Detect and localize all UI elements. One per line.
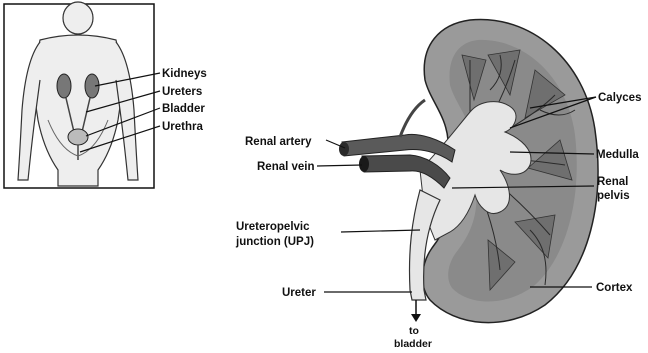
label-ureteropelvic-1: Ureteropelvic [236,221,310,233]
label-renal-vein: Renal vein [257,161,315,173]
label-to: to [409,325,419,337]
kidney-cross-section: Renal artery Renal vein Ureteropelvic ju… [235,19,641,350]
label-calyces: Calyces [598,92,641,104]
label-renal-artery: Renal artery [245,136,312,148]
label-bladder: Bladder [162,103,205,115]
left-kidney [57,74,71,98]
label-kidneys: Kidneys [162,68,207,80]
label-ureters: Ureters [162,86,202,98]
label-renal-pelvis-1: Renal [597,176,628,188]
label-urethra: Urethra [162,121,204,133]
label-cortex: Cortex [596,282,633,294]
down-arrow [411,300,421,322]
bladder-organ [68,129,88,145]
body-inset: Kidneys Ureters Bladder Urethra [4,2,207,188]
label-medulla: Medulla [596,149,639,161]
label-bladder-dest: bladder [394,338,432,350]
label-renal-pelvis-2: pelvis [597,190,630,202]
label-ureter: Ureter [282,287,316,299]
label-ureteropelvic-2: junction (UPJ) [235,236,314,248]
